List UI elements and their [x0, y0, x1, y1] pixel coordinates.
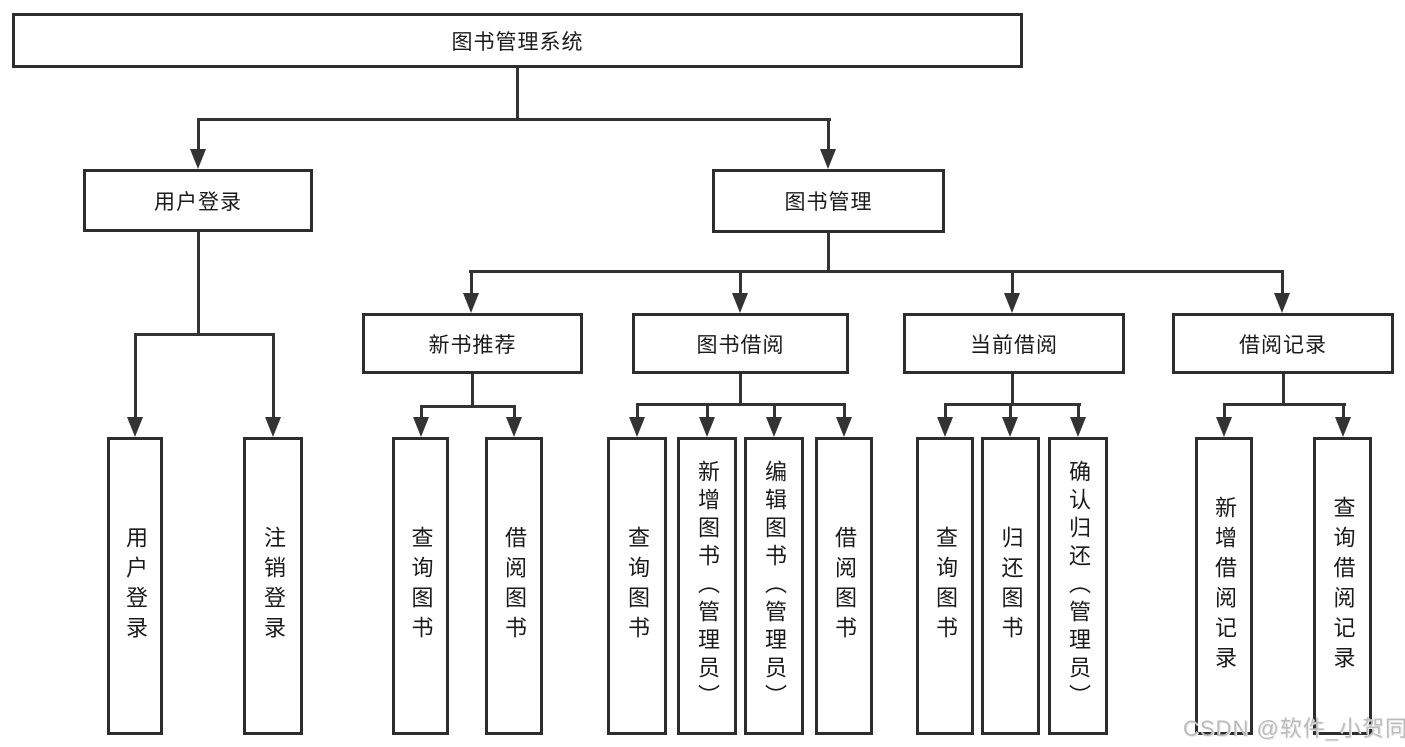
leaf-br-add-record-label: 新增借阅记录 — [1212, 496, 1237, 676]
node-user-login: 用户登录 — [83, 169, 313, 232]
node-book-management: 图书管理 — [712, 169, 945, 233]
arrow-down-icon — [1335, 417, 1351, 437]
connector-line — [420, 405, 423, 421]
connector-line — [134, 333, 137, 419]
connector-line — [420, 405, 516, 408]
connector-line — [1011, 374, 1014, 405]
arrow-down-icon — [1002, 417, 1018, 437]
leaf-user-login-label: 用户登录 — [123, 526, 148, 646]
node-borrowing-records: 借阅记录 — [1172, 313, 1394, 374]
leaf-nb-query-books: 查询图书 — [392, 437, 449, 735]
arrow-down-icon — [1216, 417, 1232, 437]
connector-line — [516, 68, 519, 120]
leaf-bb-add-books-admin: 新增图书︵管理员︶ — [677, 437, 737, 735]
leaf-nb-borrow-books: 借阅图书 — [485, 437, 543, 735]
connector-line — [636, 403, 639, 421]
arrow-down-icon — [265, 417, 281, 437]
connector-line — [470, 270, 473, 296]
arrow-down-icon — [820, 149, 836, 169]
connector-line — [827, 118, 830, 152]
connector-line — [944, 403, 947, 421]
leaf-nb-query-books-label: 查询图书 — [408, 526, 434, 646]
node-library-system: 图书管理系统 — [12, 13, 1023, 68]
leaf-bb-edit-books-admin: 编辑图书︵管理员︶ — [744, 437, 804, 735]
csdn-watermark: CSDN @软件_小贺同学 — [1183, 716, 1405, 741]
arrow-down-icon — [1070, 417, 1086, 437]
arrow-down-icon — [937, 417, 953, 437]
connector-line — [1223, 403, 1226, 421]
leaf-bb-query-books: 查询图书 — [607, 437, 667, 735]
leaf-cb-return-books: 归还图书 — [981, 437, 1040, 735]
arrow-down-icon — [732, 293, 748, 313]
node-book-borrowing: 图书借阅 — [632, 313, 849, 374]
arrow-down-icon — [1274, 293, 1290, 313]
arrow-down-icon — [190, 149, 206, 169]
arrow-down-icon — [836, 417, 852, 437]
arrow-down-icon — [699, 417, 715, 437]
connector-line — [1009, 403, 1012, 421]
arrow-down-icon — [506, 417, 522, 437]
connector-line — [827, 232, 830, 272]
connector-line — [197, 232, 200, 335]
connector-line — [773, 403, 776, 421]
leaf-br-query-record-label: 查询借阅记录 — [1330, 496, 1356, 676]
connector-line — [272, 333, 275, 419]
connector-line — [471, 374, 474, 407]
leaf-br-add-record: 新增借阅记录 — [1195, 437, 1253, 735]
leaf-bb-borrow-books: 借阅图书 — [815, 437, 873, 735]
leaf-cb-query-books-label: 查询图书 — [933, 526, 958, 646]
connector-line — [1011, 270, 1014, 296]
connector-line — [944, 403, 1081, 406]
connector-line — [1342, 403, 1345, 421]
node-current-borrowing: 当前借阅 — [903, 313, 1125, 374]
leaf-bb-query-books-label: 查询图书 — [625, 526, 650, 646]
connector-line — [134, 333, 275, 336]
arrow-down-icon — [629, 417, 645, 437]
leaf-bb-edit-books-admin-label: 编辑图书︵管理员︶ — [762, 460, 787, 712]
arrow-down-icon — [127, 417, 143, 437]
leaf-user-login: 用户登录 — [107, 437, 163, 735]
arrow-down-icon — [766, 417, 782, 437]
leaf-br-query-record: 查询借阅记录 — [1313, 437, 1372, 735]
leaf-cb-return-books-label: 归还图书 — [998, 526, 1024, 646]
leaf-nb-borrow-books-label: 借阅图书 — [502, 526, 527, 646]
connector-line — [1281, 270, 1284, 296]
leaf-logout: 注销登录 — [243, 437, 303, 735]
connector-line — [1223, 403, 1346, 406]
connector-line — [197, 118, 831, 121]
leaf-cb-confirm-return-admin: 确认归还︵管理员︶ — [1048, 437, 1108, 735]
leaf-cb-confirm-return-admin-label: 确认归还︵管理员︶ — [1066, 460, 1091, 712]
connector-line — [469, 270, 1283, 273]
connector-line — [843, 403, 846, 421]
arrow-down-icon — [463, 293, 479, 313]
node-new-book-recommend: 新书推荐 — [362, 313, 583, 374]
connector-line — [197, 118, 200, 152]
connector-line — [513, 405, 516, 421]
arrow-down-icon — [1004, 293, 1020, 313]
connector-line — [1282, 374, 1285, 405]
leaf-cb-query-books: 查询图书 — [916, 437, 974, 735]
connector-line — [636, 403, 846, 406]
leaf-logout-label: 注销登录 — [261, 526, 286, 646]
connector-line — [1077, 403, 1080, 421]
arrow-down-icon — [413, 417, 429, 437]
connector-line — [739, 374, 742, 405]
leaf-bb-borrow-books-label: 借阅图书 — [832, 526, 857, 646]
connector-line — [706, 403, 709, 421]
leaf-bb-add-books-admin-label: 新增图书︵管理员︶ — [695, 460, 720, 712]
connector-line — [739, 270, 742, 296]
